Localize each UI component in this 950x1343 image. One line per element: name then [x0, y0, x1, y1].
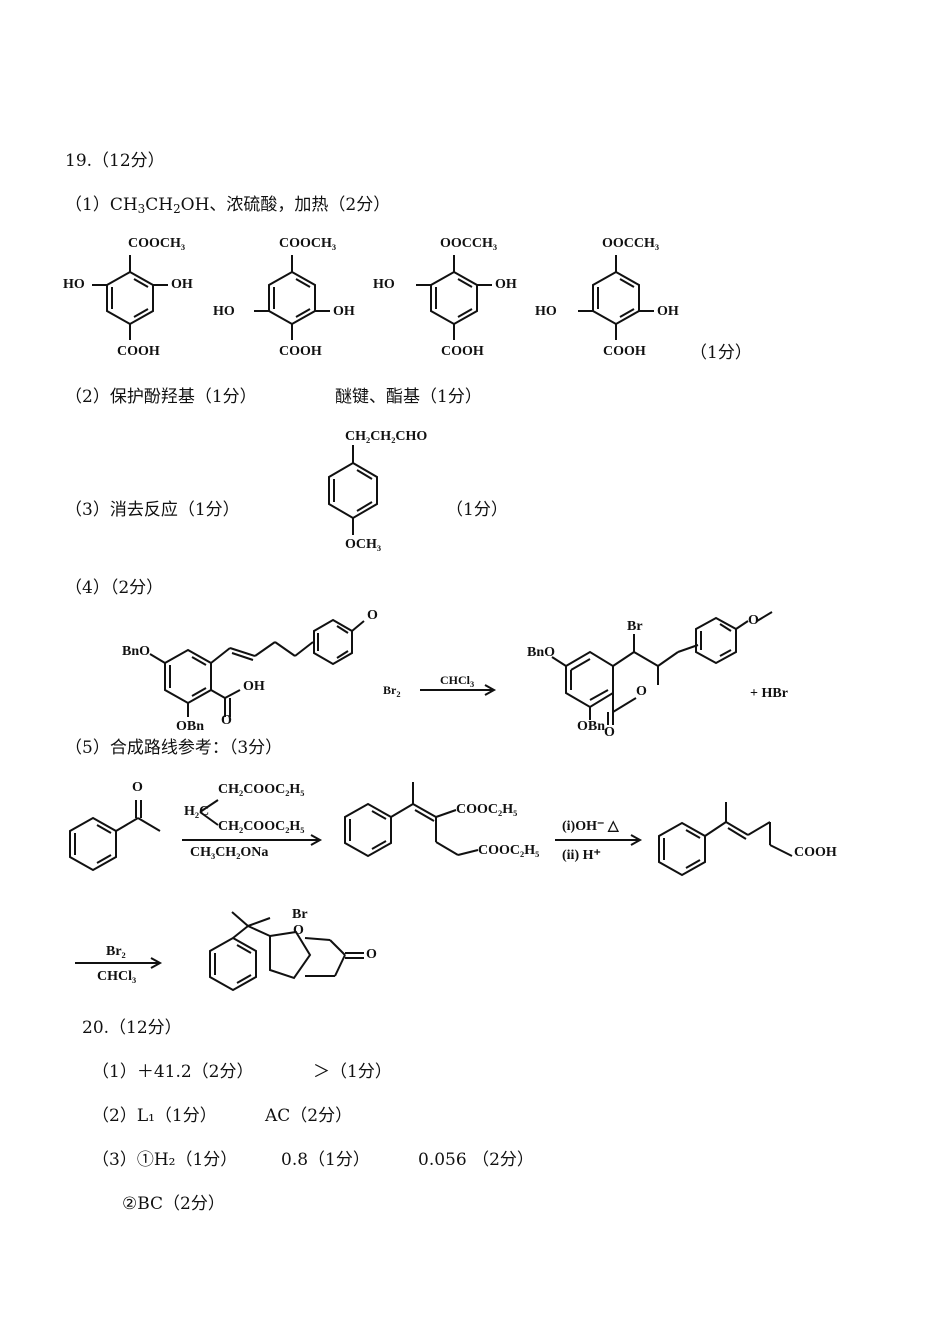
p4-product-obn-label: OBn	[577, 719, 606, 734]
structure-1	[92, 255, 168, 340]
p4-bno-label: BnO	[122, 644, 151, 659]
p5-reagent-top: CH₂COOC₂H₅	[218, 782, 305, 797]
p4-product-bno-label: BnO	[527, 645, 556, 660]
s2-oh-label: OH	[333, 304, 355, 319]
s2-ester-label: COOCH₃	[279, 236, 337, 251]
p4-reagent: Br2	[383, 683, 401, 699]
p5-step2-a: (i)OH⁻ △	[562, 819, 619, 834]
p4-ring-o-label: O	[636, 684, 647, 699]
s4-ho-label: HO	[535, 304, 557, 319]
part5-route	[69, 782, 793, 992]
structure-3	[416, 255, 492, 340]
q20-line3b: 0.8（1分）	[281, 1150, 370, 1170]
s2-cooh-label: COOH	[279, 344, 322, 359]
part3-structure	[328, 445, 378, 535]
p5-lactone-carbonyl-o: O	[366, 947, 377, 962]
q20-line2: （2）L₁（1分）	[92, 1106, 217, 1126]
p4-o-top-label: O	[367, 608, 378, 623]
p4-byproduct: + HBr	[750, 686, 788, 701]
p5-lactone-br-label: Br	[292, 907, 308, 922]
p5-step2-b: (ii) H⁺	[562, 848, 601, 863]
s3-ester-label: OOCCH₃	[440, 236, 498, 251]
p5-step3-bot: CHCl₃	[97, 969, 137, 984]
p5-reagent-mid: H₂C	[184, 804, 210, 819]
q19-part4-text: （4）（2分）	[65, 578, 164, 598]
q20-line4: ②BC（2分）	[122, 1194, 225, 1214]
p5-ketone-o-label: O	[132, 780, 143, 795]
s4-ester-label: OOCCH₃	[602, 236, 660, 251]
p5-lactone-ring-o: O	[293, 923, 304, 938]
q20-line3: （3）①H₂（1分）	[92, 1150, 238, 1170]
p5-acid-label: COOH	[794, 845, 837, 860]
q19-part5-text: （5）合成路线参考：（3分）	[65, 738, 283, 758]
s1-oh-label: OH	[171, 277, 193, 292]
p5-base: CH₃CH₂ONa	[190, 845, 269, 860]
s3-cooh-label: COOH	[441, 344, 484, 359]
p4-obn-label: OBn	[176, 719, 205, 734]
s1-cooh-label: COOH	[117, 344, 160, 359]
p3-ch2ch2cho-label: CH₂CH₂CHO	[345, 429, 428, 444]
s4-oh-label: OH	[657, 304, 679, 319]
p4-o-label: O	[221, 713, 232, 728]
part4-reaction	[149, 611, 773, 725]
q19-part2-text: （2）保护酚羟基（1分）	[65, 387, 257, 407]
s3-ho-label: HO	[373, 277, 395, 292]
q19-part2-text2: 醚键、酯基（1分）	[335, 387, 482, 407]
structure-2	[254, 255, 330, 340]
q19-header: 19.（12分）	[65, 151, 165, 171]
part1-structures	[92, 255, 654, 340]
s1-ester-label: COOCH₃	[128, 236, 186, 251]
q20-line1: （1）＋41.2（2分）	[92, 1062, 254, 1082]
q20-header: 20.（12分）	[82, 1018, 182, 1038]
q19-part3-score: （1分）	[446, 500, 508, 520]
q20-line1b: ＞（1分）	[313, 1062, 392, 1082]
s2-ho-label: HO	[213, 304, 235, 319]
q19-part3-text: （3）消去反应（1分）	[65, 500, 240, 520]
part1-score: （1分）	[690, 343, 752, 363]
q20-line2b: AC（2分）	[265, 1106, 353, 1126]
p4-br-label: Br	[627, 619, 643, 634]
p5-reagent-bot: CH₂COOC₂H₅	[218, 819, 305, 834]
lactone-ring-fix	[304, 937, 364, 977]
p5-ester1-label: COOC₂H₅	[456, 802, 518, 817]
p4-carbonyl-o-label: O	[604, 725, 615, 740]
structure-4	[578, 255, 654, 340]
p3-och3-label: OCH₃	[345, 537, 382, 552]
s3-oh-label: OH	[495, 277, 517, 292]
q19-part1-text: （1）CH3CH2OH、浓硫酸，加热（2分）	[65, 195, 391, 216]
p5-ester2-label: COOC₂H₅	[478, 843, 540, 858]
p4-solvent: CHCl3	[440, 673, 475, 689]
q20-line3c: 0.056 （2分）	[418, 1150, 534, 1170]
s1-ho-label: HO	[63, 277, 85, 292]
p5-step3-top: Br₂	[106, 944, 126, 959]
p4-oh-label: OH	[243, 679, 265, 694]
s4-cooh-label: COOH	[603, 344, 646, 359]
p4-methoxy-o-label: O	[748, 613, 759, 628]
